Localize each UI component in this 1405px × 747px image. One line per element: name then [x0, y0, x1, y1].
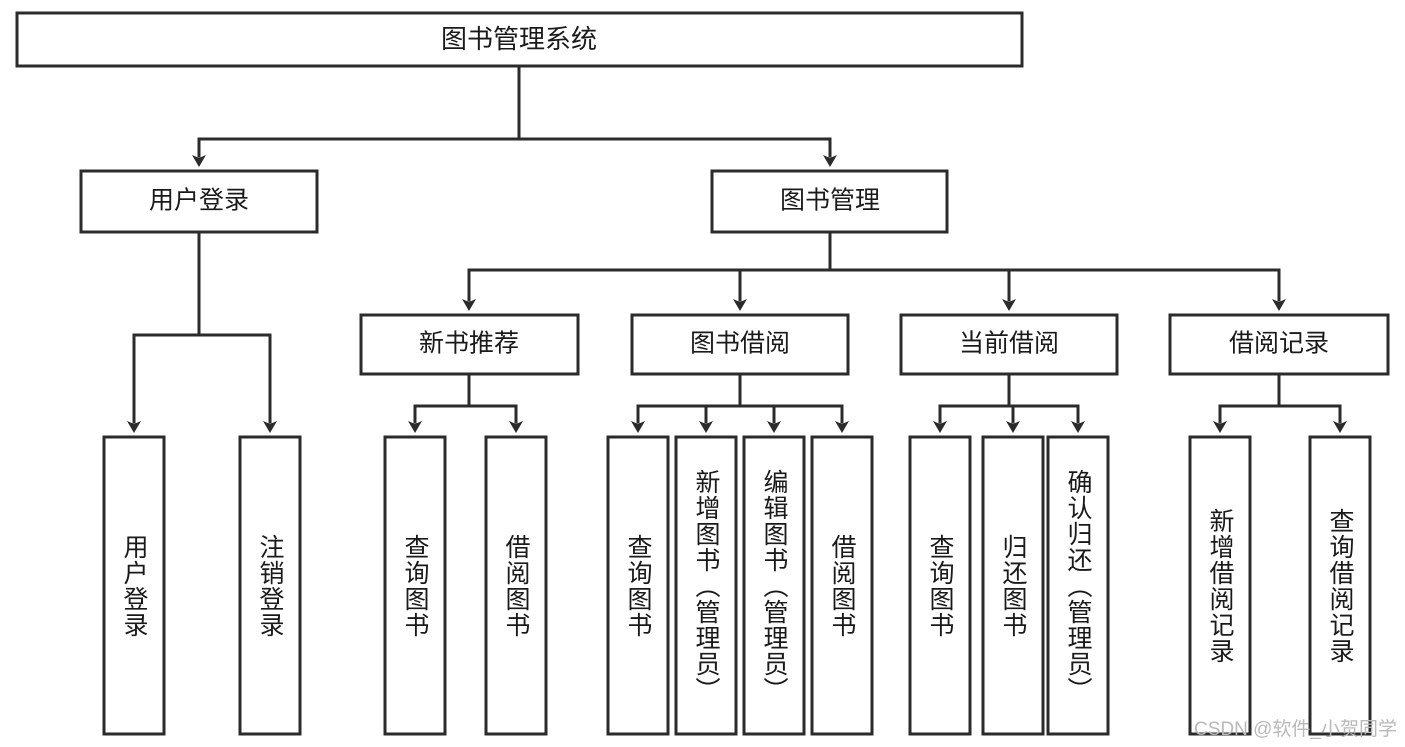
- leaf-label-leaf-edit-book-admin: 编辑图书（管理员）: [760, 468, 788, 703]
- leaf-label-leaf-user-login: 用户登录: [120, 533, 148, 638]
- node-current-borrow-box[interactable]: [899, 313, 1119, 376]
- connector-group-borrow-record: [1213, 372, 1347, 433]
- node-borrow-record[interactable]: 借阅记录: [1168, 313, 1390, 376]
- leaf-label-leaf-query-book-rec: 查询图书: [401, 533, 429, 638]
- leaf-label-wrap-leaf-query-book-cur[interactable]: 查询图书: [910, 437, 970, 734]
- node-book-borrow-label: 图书借阅: [690, 330, 790, 358]
- leaf-label-leaf-query-borrow-record: 查询借阅记录: [1326, 507, 1354, 664]
- leaf-label-leaf-add-borrow-record: 新增借阅记录: [1206, 507, 1234, 664]
- leaf-label-wrap-leaf-return-book[interactable]: 归还图书: [983, 437, 1043, 734]
- node-user-login-box[interactable]: [79, 169, 319, 234]
- leaf-label-wrap-leaf-add-book-admin[interactable]: 新增图书（管理员）: [676, 437, 736, 734]
- leaf-label-leaf-user-logout: 注销登录: [256, 533, 284, 638]
- node-user-login[interactable]: 用户登录: [79, 169, 319, 234]
- node-book-borrow[interactable]: 图书借阅: [630, 313, 850, 376]
- node-current-borrow[interactable]: 当前借阅: [899, 313, 1119, 376]
- node-new-book-rec[interactable]: 新书推荐: [359, 313, 580, 376]
- leaf-box-borrow-book-bor[interactable]: [810, 435, 874, 736]
- leaf-label-leaf-borrow-book-rec: 借阅图书: [502, 533, 530, 638]
- connector-group-current-borrow: [933, 372, 1085, 433]
- node-borrow-record-box[interactable]: [1168, 313, 1390, 376]
- leaf-label-wrap-leaf-user-logout[interactable]: 注销登录: [240, 437, 300, 734]
- node-root-label: 图书管理系统: [441, 24, 597, 54]
- node-root[interactable]: 图书管理系统: [15, 11, 1024, 68]
- leaf-box-user-logout[interactable]: [238, 435, 302, 736]
- node-current-borrow-label: 当前借阅: [959, 330, 1059, 358]
- leaf-label-wrap-leaf-query-borrow-record[interactable]: 查询借阅记录: [1310, 437, 1370, 734]
- leaf-box-edit-book-admin[interactable]: [742, 435, 806, 736]
- leaf-label-leaf-borrow-book-bor: 借阅图书: [828, 533, 856, 638]
- leaf-label-leaf-add-book-admin: 新增图书（管理员）: [692, 468, 720, 703]
- connector-group-book-borrow: [631, 372, 849, 433]
- leaf-label-leaf-query-book-cur: 查询图书: [926, 533, 954, 638]
- leaf-label-wrap-leaf-borrow-book-rec[interactable]: 借阅图书: [486, 437, 546, 734]
- leaf-box-add-book-admin[interactable]: [674, 435, 738, 736]
- connector-group-root: [192, 64, 837, 167]
- leaf-label-wrap-leaf-query-book-rec[interactable]: 查询图书: [385, 437, 445, 734]
- leaf-label-wrap-leaf-borrow-book-bor[interactable]: 借阅图书: [812, 437, 872, 734]
- connector-group-new-book-rec: [408, 372, 523, 433]
- leaf-box-query-book-cur[interactable]: [908, 435, 972, 736]
- leaf-label-wrap-leaf-add-borrow-record[interactable]: 新增借阅记录: [1190, 437, 1250, 734]
- leaf-box-user-login[interactable]: [102, 435, 166, 736]
- node-borrow-record-label: 借阅记录: [1229, 330, 1329, 358]
- leaf-box-query-book-bor[interactable]: [606, 435, 670, 736]
- leaf-box-group: [102, 435, 1372, 736]
- connector-group-user-login: [127, 230, 277, 433]
- leaf-box-borrow-book-rec[interactable]: [484, 435, 548, 736]
- node-book-manage-label: 图书管理: [780, 187, 880, 215]
- leaf-label-wrap-leaf-edit-book-admin[interactable]: 编辑图书（管理员）: [744, 437, 804, 734]
- leaf-label-leaf-confirm-return-admin: 确认归还（管理员）: [1064, 468, 1092, 703]
- leaf-label-wrap-leaf-user-login[interactable]: 用户登录: [104, 437, 164, 734]
- node-book-borrow-box[interactable]: [630, 313, 850, 376]
- leaf-box-query-book-rec[interactable]: [383, 435, 447, 736]
- leaf-label-leaf-query-book-bor: 查询图书: [624, 533, 652, 638]
- node-new-book-rec-label: 新书推荐: [419, 330, 519, 358]
- node-book-manage[interactable]: 图书管理: [710, 169, 949, 234]
- leaf-label-wrap-leaf-confirm-return-admin[interactable]: 确认归还（管理员）: [1048, 437, 1108, 734]
- node-new-book-rec-box[interactable]: [359, 313, 580, 376]
- node-root-box[interactable]: [15, 11, 1024, 68]
- leaf-label-leaf-return-book: 归还图书: [999, 533, 1027, 638]
- leaf-box-add-borrow-record[interactable]: [1188, 435, 1252, 736]
- leaf-box-query-borrow-record[interactable]: [1308, 435, 1372, 736]
- connector-group-book-manage: [462, 230, 1286, 311]
- leaf-box-confirm-return-admin[interactable]: [1046, 435, 1110, 736]
- leaf-label-wrap-leaf-query-book-bor[interactable]: 查询图书: [608, 437, 668, 734]
- node-user-login-label: 用户登录: [149, 187, 249, 215]
- node-book-manage-box[interactable]: [710, 169, 949, 234]
- leaf-box-return-book[interactable]: [981, 435, 1045, 736]
